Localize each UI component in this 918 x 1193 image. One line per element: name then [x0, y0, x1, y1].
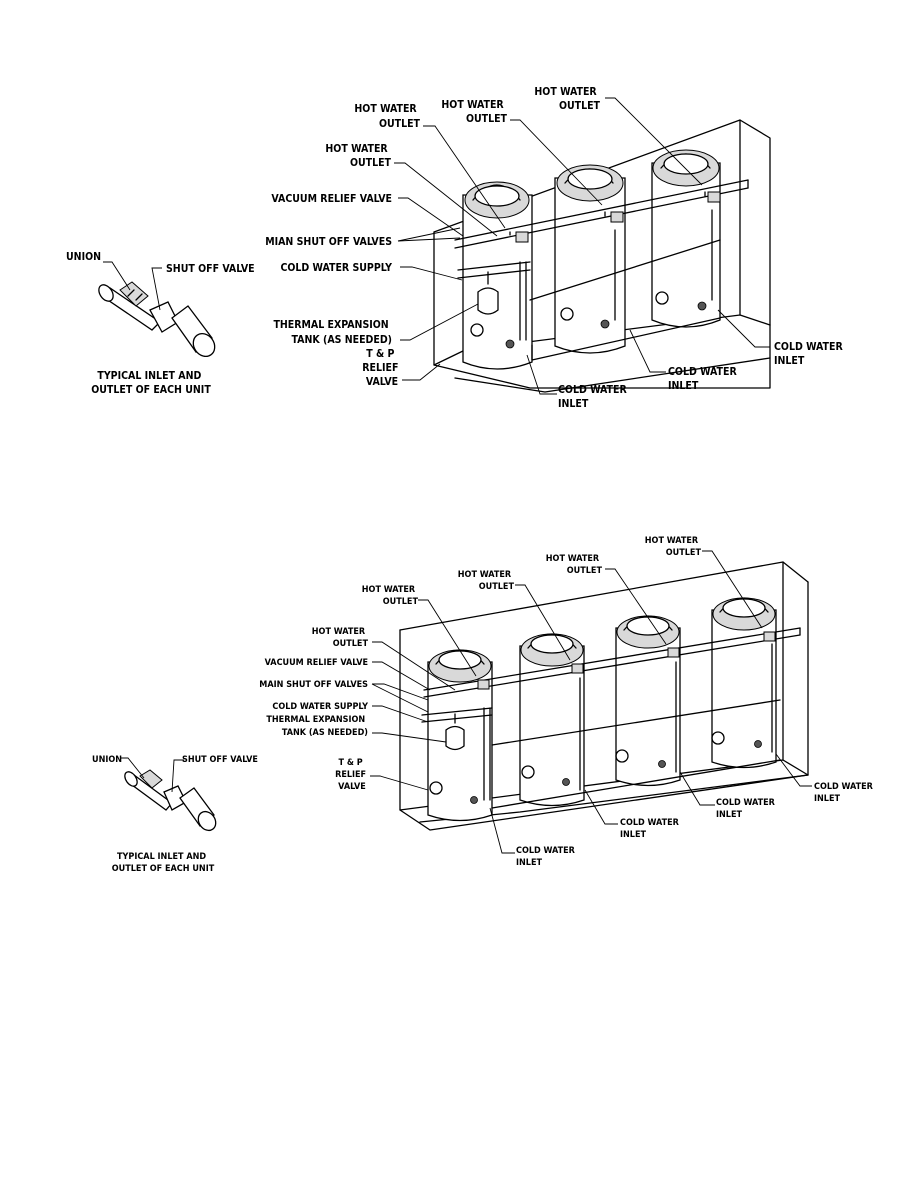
label-hot-water-outlet: HOT WATER OUTLET: [534, 86, 600, 112]
label-union: UNION: [92, 755, 122, 765]
label-thermal-expansion-tank: THERMAL EXPANSION TANK (AS NEEDED): [273, 319, 392, 346]
label-cold-water-inlet: COLD WATER INLET: [814, 782, 876, 804]
label-tp-relief-valve: T & P RELIEF VALVE: [362, 348, 401, 388]
label-cold-water-inlet: COLD WATER INLET: [558, 384, 630, 410]
label-main-shut-off-valves: MAIN SHUT OFF VALVES: [259, 680, 368, 690]
label-union: UNION: [66, 251, 101, 263]
diagram-four-heaters: HOT WATER OUTLET HOT WATER OUTLET HOT WA…: [92, 536, 876, 874]
water-heater-tank: [554, 164, 626, 354]
label-hot-water-outlet: HOT WATER OUTLET: [312, 627, 369, 649]
label-typical-inlet-outlet: TYPICAL INLET AND OUTLET OF EACH UNIT: [112, 852, 215, 874]
label-vacuum-relief-valve: VACUUM RELIEF VALVE: [265, 658, 368, 668]
water-heater-tank: [711, 597, 777, 769]
label-shut-off-valve: SHUT OFF VALVE: [182, 755, 258, 765]
water-heater-tank: [519, 633, 585, 807]
callout-labels: HOT WATER OUTLET HOT WATER OUTLET HOT WA…: [265, 86, 846, 410]
label-hot-water-outlet: HOT WATER OUTLET: [458, 570, 515, 592]
water-heater-tank: [651, 149, 721, 328]
leader-lines: [394, 97, 770, 395]
label-hot-water-outlet: HOT WATER OUTLET: [645, 536, 702, 558]
label-hot-water-outlet: HOT WATER OUTLET: [362, 585, 419, 607]
diagram-three-heaters: HOT WATER OUTLET HOT WATER OUTLET HOT WA…: [66, 86, 846, 410]
label-tp-relief-valve: T & P RELIEF VALVE: [335, 758, 369, 792]
label-typical-inlet-outlet: TYPICAL INLET AND OUTLET OF EACH UNIT: [91, 370, 211, 396]
label-hot-water-outlet: HOT WATER OUTLET: [441, 99, 507, 125]
label-thermal-expansion-tank: THERMAL EXPANSION TANK (AS NEEDED): [266, 715, 368, 738]
label-hot-water-outlet: HOT WATER OUTLET: [325, 143, 391, 169]
label-cold-water-supply: COLD WATER SUPPLY: [272, 702, 368, 712]
label-cold-water-inlet: COLD WATER INLET: [668, 366, 740, 392]
union-detail: [120, 757, 217, 832]
label-cold-water-inlet: COLD WATER INLET: [620, 818, 682, 840]
hot-water-manifold: [454, 179, 749, 249]
water-heater-tank: [615, 615, 681, 787]
label-hot-water-outlet: HOT WATER OUTLET: [354, 103, 420, 130]
label-cold-water-inlet: COLD WATER INLET: [516, 846, 578, 868]
union-detail: [98, 261, 216, 358]
water-heater-tank: [462, 181, 533, 370]
union-detail-labels: UNION SHUT OFF VALVE TYPICAL INLET AND O…: [66, 251, 255, 396]
label-cold-water-inlet: COLD WATER INLET: [774, 341, 846, 367]
cold-water-manifold: [421, 643, 781, 809]
hot-water-manifold: [423, 627, 801, 698]
label-cold-water-inlet: COLD WATER INLET: [716, 798, 778, 820]
label-shut-off-valve: SHUT OFF VALVE: [166, 263, 255, 275]
label-hot-water-outlet: HOT WATER OUTLET: [546, 554, 603, 576]
expansion-tank: [477, 271, 499, 315]
label-cold-water-supply: COLD WATER SUPPLY: [280, 262, 392, 274]
leader-lines: [370, 550, 812, 854]
label-main-shut-off-valves: MIAN SHUT OFF VALVES: [265, 236, 392, 248]
label-vacuum-relief-valve: VACUUM RELIEF VALVE: [271, 193, 392, 205]
union-detail-labels: UNION SHUT OFF VALVE TYPICAL INLET AND O…: [92, 755, 258, 874]
expansion-tank: [445, 713, 465, 751]
cold-water-manifold: [457, 209, 721, 361]
callout-labels: HOT WATER OUTLET HOT WATER OUTLET HOT WA…: [259, 536, 876, 868]
